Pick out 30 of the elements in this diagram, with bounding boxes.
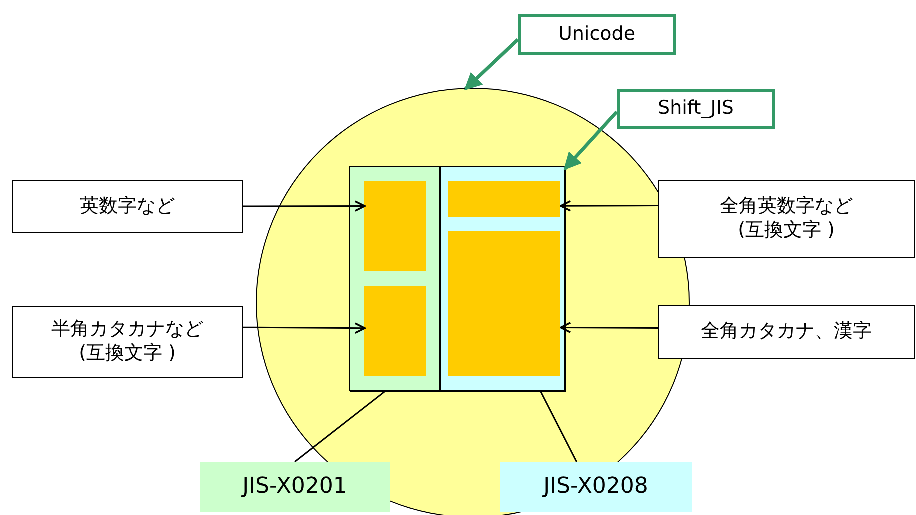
arrow <box>560 200 658 212</box>
label-text: 全角英数字など (互換文字 ) <box>719 195 854 243</box>
label-text: JIS-X0201 <box>242 473 348 501</box>
label-box <box>12 180 243 233</box>
character-block <box>364 181 426 271</box>
leader-line <box>540 392 578 462</box>
label-box <box>658 180 915 258</box>
character-block <box>364 286 426 376</box>
callout-box <box>518 14 676 55</box>
label-text: 全角カタカナ、漢字 <box>701 320 872 344</box>
set-frame <box>350 166 566 392</box>
label-box <box>12 306 243 378</box>
arrow <box>464 38 520 91</box>
character-block <box>448 231 560 376</box>
arrow <box>243 200 366 212</box>
label-text: Unicode <box>558 22 636 46</box>
arrow <box>243 322 366 334</box>
leader-line <box>294 391 386 463</box>
label-text: 半角カタカナなど (互換文字 ) <box>50 318 204 366</box>
label-box <box>658 305 915 359</box>
arrow <box>564 110 618 171</box>
arrow <box>560 322 658 334</box>
tag-box <box>200 462 390 512</box>
label-text: JIS-X0208 <box>544 473 648 501</box>
character-block <box>448 181 560 217</box>
label-text: 英数字など <box>80 194 175 218</box>
set-panel <box>349 166 440 391</box>
set-panel <box>440 166 565 391</box>
callout-box <box>617 89 775 129</box>
label-text: Shift_JIS <box>658 97 734 121</box>
